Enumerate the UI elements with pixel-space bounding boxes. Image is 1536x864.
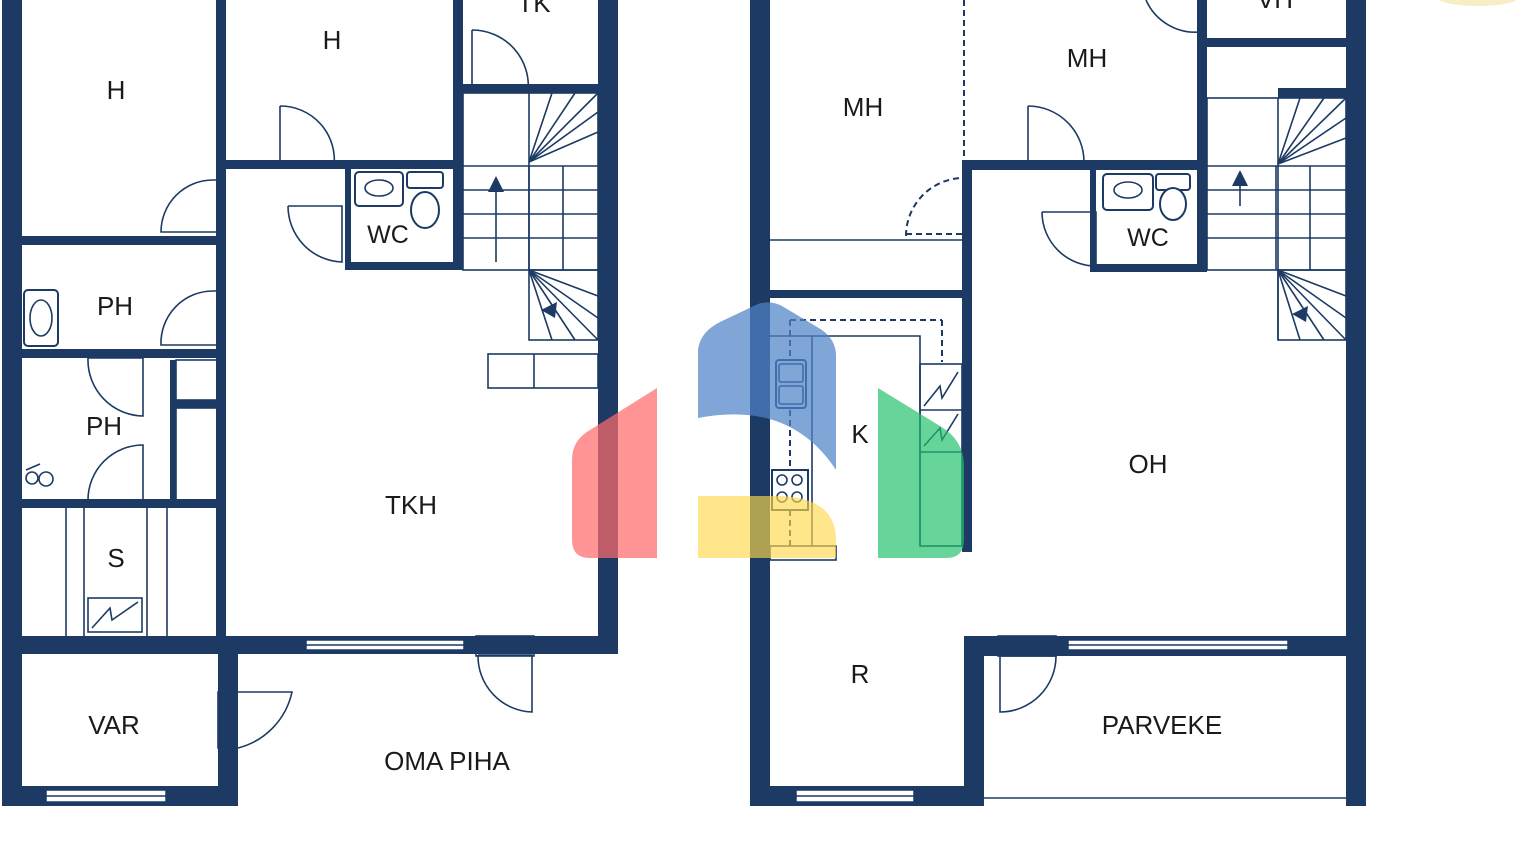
room-label-vh: VH <box>1257 0 1293 14</box>
room-label-tk: TK <box>517 0 551 18</box>
watermark-logo <box>572 302 964 558</box>
watermark-red-shape <box>572 388 657 558</box>
watermark-blue-shape <box>698 302 836 470</box>
room-label-wc-upper: WC <box>1127 224 1169 252</box>
room-label-ph-lower: PH <box>86 411 122 441</box>
room-label-r: R <box>851 659 870 689</box>
room-label-oh: OH <box>1129 449 1168 479</box>
room-label-mh-left: MH <box>843 92 883 122</box>
watermark-yellow-shape <box>698 496 836 558</box>
room-label-h-mid: H <box>323 25 342 55</box>
room-label-mh-right: MH <box>1067 43 1107 73</box>
ground-floor-plan: H H TK WC PH PH TKH S VAR OMA PIHA <box>2 0 618 806</box>
room-label-ph-upper: PH <box>97 291 133 321</box>
upper-floor-plan: VH MH MH WC K OH R PARVEKE <box>750 0 1366 806</box>
room-label-s: S <box>107 543 124 573</box>
watermark-green-shape <box>878 388 964 558</box>
corner-mark <box>1439 0 1517 6</box>
room-label-parveke: PARVEKE <box>1102 710 1222 740</box>
room-label-tkh: TKH <box>385 490 437 520</box>
room-label-h-left: H <box>107 75 126 105</box>
room-label-k: K <box>851 419 869 449</box>
room-label-oma-piha: OMA PIHA <box>384 746 510 776</box>
room-label-wc-ground: WC <box>367 221 409 249</box>
room-label-var: VAR <box>88 710 140 740</box>
